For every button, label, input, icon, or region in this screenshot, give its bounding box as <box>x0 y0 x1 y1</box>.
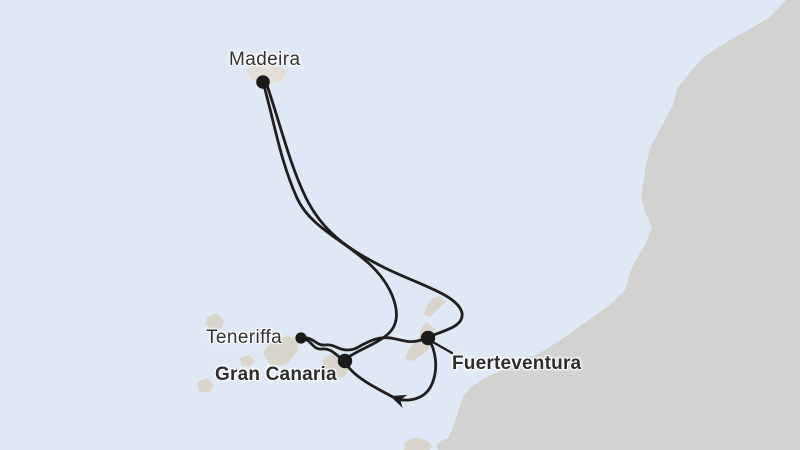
port-marker-gran-canaria <box>337 353 353 369</box>
islet-bottom <box>404 437 432 450</box>
route-teneriffa-fuerteventura <box>299 336 430 352</box>
coast-bump <box>437 438 469 450</box>
island-la-palma <box>205 313 224 330</box>
port-marker-madeira <box>256 75 270 89</box>
route-madeira-fuerteventura <box>264 80 464 338</box>
port-label-fuerteventura: Fuerteventura <box>452 353 582 374</box>
port-label-teneriffa: Teneriffa <box>206 327 283 348</box>
route-teneriffa-grancanaria <box>299 336 347 363</box>
label-leader-line <box>429 339 454 355</box>
direction-arrow-icon <box>390 394 408 409</box>
island-madeira <box>245 62 287 85</box>
island-lanzarote <box>424 296 446 317</box>
port-label-madeira: Madeira <box>229 49 301 70</box>
port-label-gran-canaria: Gran Canaria <box>215 364 337 385</box>
island-tenerife <box>263 336 299 366</box>
port-marker-fuerteventura <box>420 330 436 346</box>
island-la-gomera <box>240 355 255 367</box>
port-marker-teneriffa <box>295 332 307 344</box>
island-el-hierro <box>197 378 214 393</box>
mainland-africa <box>440 0 800 450</box>
